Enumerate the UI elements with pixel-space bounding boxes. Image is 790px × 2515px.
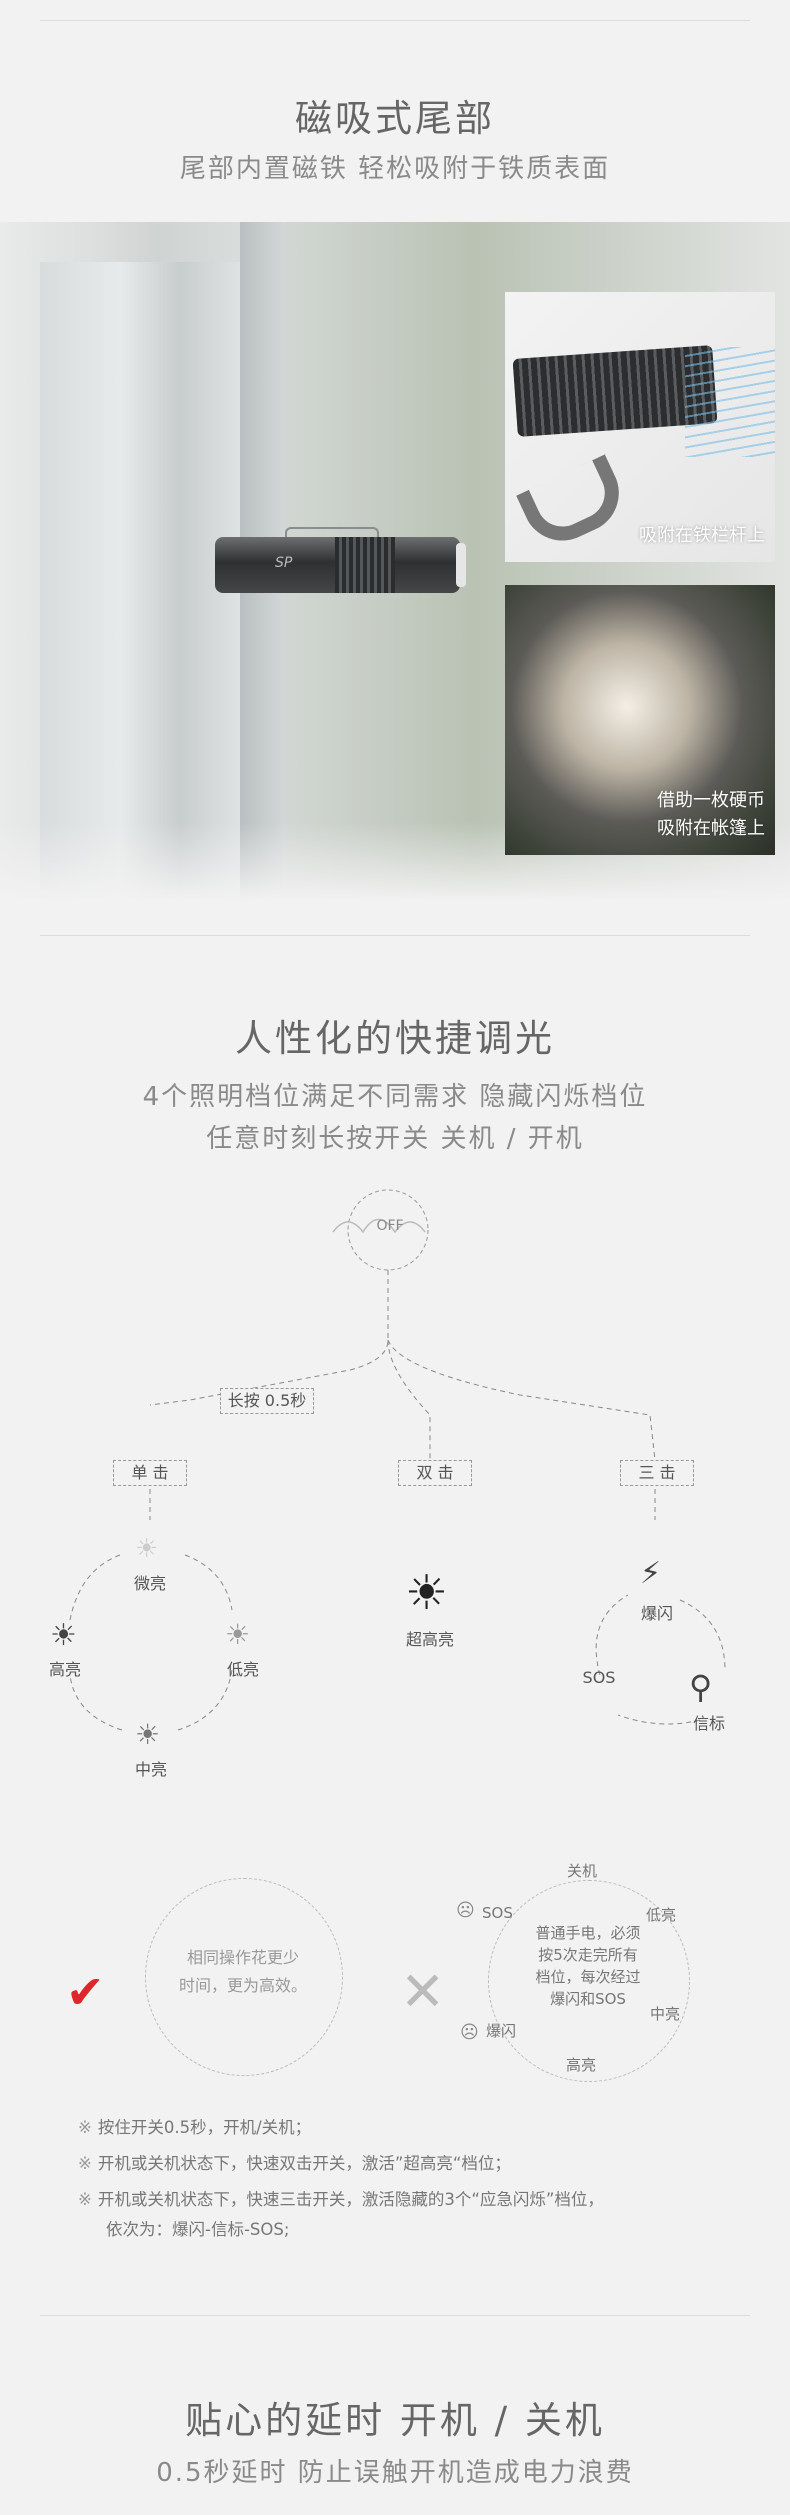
compare-bad-text: 普通手电，必须 按5次走完所有 档位，每次经过 爆闪和SOS [535, 1924, 641, 2008]
triple-arrow-3 [595, 1594, 629, 1676]
connector-triple [387, 1339, 656, 1461]
section1-subtitle: 尾部内置磁铁 轻松吸附于铁质表面 [179, 154, 611, 184]
note-2-text: 开机或关机状态下，快速双击开关，激活”超高亮“档位； [97, 2154, 511, 2173]
triple-arrow-2 [617, 1714, 701, 1725]
triple-arrow-1 [679, 1599, 726, 1671]
note-1-text: 按住开关0.5秒，开机/关机； [97, 2118, 312, 2137]
magnet-icon [516, 454, 632, 554]
mode-low: 低亮 [226, 1660, 259, 1679]
off-label: OFF [376, 1218, 404, 1234]
mode-diagram [69, 1189, 726, 1731]
inset-rail-photo: 吸附在铁栏杆上 [505, 292, 775, 562]
divider-2 [40, 2315, 750, 2316]
note-3-text: 开机或关机状态下，快速三击开关，激活隐藏的3个“应急闪烁”档位， [97, 2190, 604, 2209]
torch-logo: SP [275, 555, 293, 571]
mode-mid: 中亮 [134, 1760, 167, 1779]
torch-lens [456, 543, 466, 587]
inset-tent-photo: 借助一枚硬币 吸附在帐篷上 [505, 585, 775, 855]
off-circle [347, 1189, 429, 1271]
divider-top [40, 20, 750, 21]
bad-ring-high: 高亮 [566, 2056, 597, 2074]
cross-icon: ✕ [400, 1960, 446, 2023]
sad-face-icon: ☹ [456, 1900, 475, 1921]
mode-turbo: 超高亮 [405, 1630, 454, 1649]
mode-high: 高亮 [48, 1660, 81, 1679]
flashlight-icon: SP [215, 527, 466, 593]
divider-1 [40, 935, 750, 936]
bad-ring-mid: 中亮 [650, 2005, 681, 2023]
loop-arrow-1 [69, 1554, 121, 1621]
sad-face-icon: ☹ [460, 2022, 479, 2043]
bad-ring-strobe: 爆闪 [486, 2022, 517, 2040]
single-click-box: 单 击 [113, 1460, 187, 1486]
magnetic-field-lines [685, 347, 775, 457]
torch-grip [335, 537, 395, 593]
loop-arrow-2 [184, 1554, 233, 1611]
triple-click-box: 三 击 [620, 1460, 694, 1486]
good-circle [145, 1878, 343, 2076]
iron-pole [40, 262, 240, 902]
note-mark: ※ [78, 2118, 92, 2137]
note-3: ※ 开机或关机状态下，快速三击开关，激活隐藏的3个“应急闪烁”档位， [78, 2188, 604, 2212]
section2-subtitle-line2: 任意时刻长按开关 关机 / 开机 [206, 1124, 584, 1154]
note-3-cont: 依次为：爆闪-信标-SOS; [106, 2220, 290, 2239]
compare-good-text: 相同操作花更少 时间，更为高效。 [178, 1948, 307, 1995]
location-pin-icon: ⚲ [689, 1668, 713, 1706]
note-2: ※ 开机或关机状态下，快速双击开关，激活”超高亮“档位； [78, 2152, 511, 2176]
bad-ring-low: 低亮 [646, 1906, 677, 1924]
mode-sos: SOS [582, 1668, 616, 1687]
inset2-caption: 借助一枚硬币 吸附在帐篷上 [657, 787, 765, 843]
section2-subtitle-line1: 4个照明档位满足不同需求 隐藏闪烁档位 [142, 1082, 648, 1112]
sun-icon: ☀ [405, 1565, 449, 1621]
bad-ring-sos: SOS [482, 1904, 513, 1922]
bad-circle [488, 1880, 690, 2082]
inset2-caption-line1: 借助一枚硬币 [657, 790, 765, 811]
sun-icon: ☀ [135, 1718, 161, 1751]
lightning-icon: ⚡ [640, 1556, 662, 1591]
section1-title: 磁吸式尾部 [295, 97, 495, 140]
inset2-caption-line2: 吸附在帐篷上 [657, 818, 765, 839]
check-icon: ✔ [66, 1965, 105, 2019]
long-press-box: 长按 0.5秒 [220, 1388, 314, 1414]
inset1-caption: 吸附在铁栏杆上 [639, 525, 765, 546]
sun-icon: ☀ [135, 1534, 159, 1564]
sun-icon: ☀ [50, 1618, 77, 1653]
sun-icon: ☀ [225, 1618, 251, 1651]
section2-title: 人性化的快捷调光 [235, 1017, 555, 1060]
note-mark: ※ [78, 2190, 92, 2209]
note-mark: ※ [78, 2154, 92, 2173]
section3-title: 贴心的延时 开机 / 关机 [185, 2399, 605, 2442]
mode-strobe: 爆闪 [640, 1604, 673, 1623]
connector-single [149, 1270, 389, 1406]
mode-beacon: 信标 [692, 1714, 725, 1733]
loop-arrow-3 [177, 1669, 233, 1731]
connector-double [387, 1339, 431, 1460]
double-click-box: 双 击 [398, 1460, 472, 1486]
mode-dim: 微亮 [133, 1574, 166, 1593]
section3-subtitle: 0.5秒延时 防止误触开机造成电力浪费 [156, 2458, 634, 2488]
torch-clip [285, 527, 379, 537]
note-1: ※ 按住开关0.5秒，开机/关机； [78, 2116, 311, 2140]
loop-arrow-4 [69, 1674, 123, 1731]
bad-ring-off: 关机 [567, 1862, 598, 1880]
off-watermark [332, 1218, 426, 1234]
